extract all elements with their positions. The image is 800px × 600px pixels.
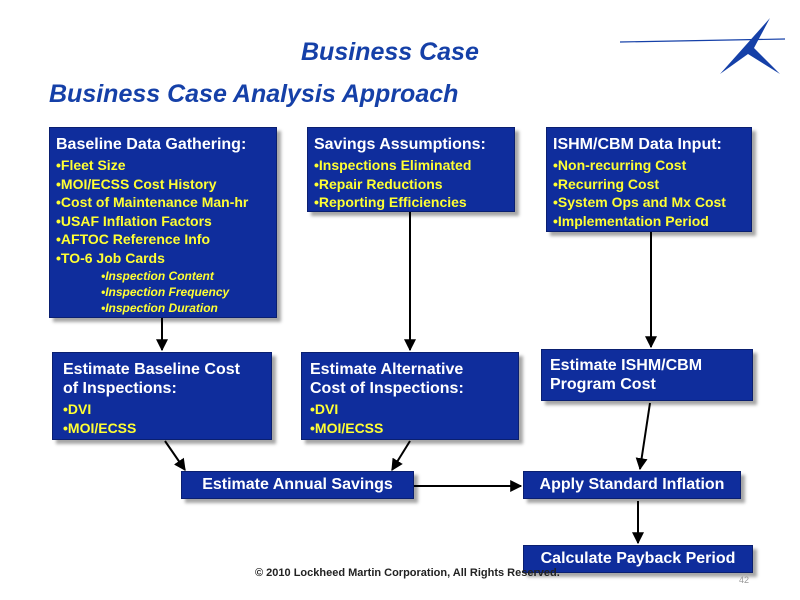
list-item: •USAF Inflation Factors <box>56 212 212 229</box>
list-item: •DVI <box>63 401 92 417</box>
estimate-baseline-heading-line2: of Inspections: <box>63 380 177 397</box>
savings-assumptions-box: Savings Assumptions: •Inspections Elimin… <box>307 127 515 212</box>
list-item: •TO-6 Job Cards <box>56 249 165 266</box>
estimate-baseline-heading-line1: Estimate Baseline Cost <box>63 361 240 378</box>
arrow-estimate-ishm-to-inflation <box>635 402 651 471</box>
annual-savings-label: Estimate Annual Savings <box>202 476 393 493</box>
page-number: 42 <box>739 575 750 585</box>
list-item: •DVI <box>310 401 339 417</box>
apply-standard-inflation-box: Apply Standard Inflation <box>523 471 741 499</box>
estimate-ishm-heading-line1: Estimate ISHM/CBM <box>550 357 703 374</box>
estimate-baseline-list: •DVI •MOI/ECSS <box>63 400 261 437</box>
slide-subtitle: Business Case Analysis Approach <box>49 80 459 108</box>
list-item: •MOI/ECSS <box>63 419 137 436</box>
sub-list-item: •Inspection Frequency <box>101 284 230 299</box>
sub-list-item: •Inspection Duration <box>101 300 218 315</box>
savings-assumptions-heading: Savings Assumptions: <box>314 136 486 153</box>
estimate-alternative-cost-box: Estimate Alternative Cost of Inspections… <box>301 352 519 440</box>
estimate-alternative-list: •DVI •MOI/ECSS <box>310 400 510 437</box>
payback-period-label: Calculate Payback Period <box>540 550 736 567</box>
estimate-baseline-cost-box: Estimate Baseline Cost of Inspections: •… <box>52 352 272 440</box>
list-item: •MOI/ECSS Cost History <box>56 175 217 192</box>
list-item: •MOI/ECSS <box>310 419 384 436</box>
list-item: •Recurring Cost <box>553 175 660 192</box>
list-item: •Non-recurring Cost <box>553 157 687 173</box>
ishm-cbm-data-input-box: ISHM/CBM Data Input: •Non-recurring Cost… <box>546 127 752 232</box>
baseline-data-list: •Fleet Size •MOI/ECSS Cost History •Cost… <box>56 156 270 268</box>
ishm-input-list: •Non-recurring Cost •Recurring Cost •Sys… <box>553 156 745 230</box>
estimate-alternative-heading-line2: Cost of Inspections: <box>310 380 464 397</box>
estimate-ishm-cbm-cost-box: Estimate ISHM/CBM Program Cost <box>541 349 753 401</box>
savings-assumptions-list: •Inspections Eliminated •Repair Reductio… <box>314 156 508 211</box>
baseline-data-heading: Baseline Data Gathering: <box>56 136 247 153</box>
list-item: •AFTOC Reference Info <box>56 231 210 248</box>
standard-inflation-label: Apply Standard Inflation <box>539 476 725 493</box>
slide-title: Business Case <box>301 38 479 66</box>
list-item: •Fleet Size <box>56 157 126 173</box>
list-item: •Reporting Efficiencies <box>314 194 467 211</box>
list-item: •Inspections Eliminated <box>314 157 472 173</box>
calculate-payback-period-box: Calculate Payback Period <box>523 545 753 573</box>
copyright-footer: © 2010 Lockheed Martin Corporation, All … <box>255 567 560 579</box>
estimate-ishm-heading-line2: Program Cost <box>550 376 656 393</box>
list-item: •Implementation Period <box>553 212 709 229</box>
estimate-annual-savings-box: Estimate Annual Savings <box>181 471 414 499</box>
job-card-sublist: •Inspection Content •Inspection Frequenc… <box>56 268 270 316</box>
estimate-alternative-heading-line1: Estimate Alternative <box>310 361 464 378</box>
baseline-data-gathering-box: Baseline Data Gathering: •Fleet Size •MO… <box>49 127 277 318</box>
list-item: •Cost of Maintenance Man-hr <box>56 194 249 211</box>
list-item: •Repair Reductions <box>314 175 443 192</box>
list-item: •System Ops and Mx Cost <box>553 194 726 211</box>
arrow-estimate-alternative-to-annual-savings <box>391 440 411 472</box>
sub-list-item: •Inspection Content <box>101 268 214 283</box>
arrow-estimate-baseline-to-annual-savings <box>164 440 186 471</box>
lockheed-martin-star-icon <box>620 18 786 74</box>
ishm-input-heading: ISHM/CBM Data Input: <box>553 136 722 153</box>
